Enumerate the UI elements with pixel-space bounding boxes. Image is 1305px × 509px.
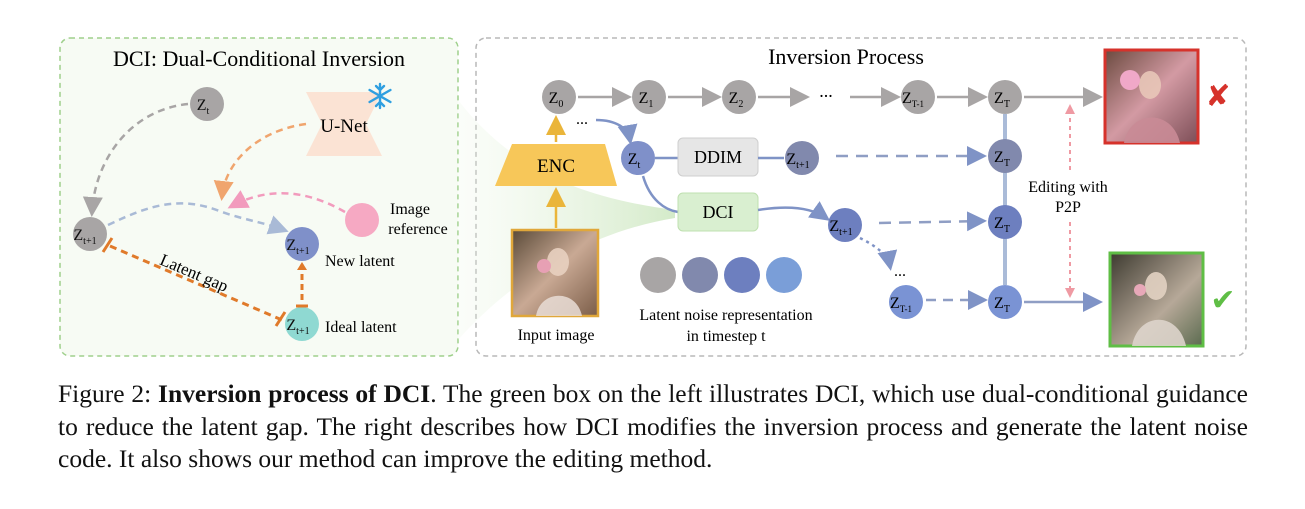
editing-label-1: Editing with xyxy=(1028,179,1108,196)
legend-swatch-2 xyxy=(682,257,718,293)
new-latent-label: New latent xyxy=(325,253,395,270)
svg-text:Z2: Z2 xyxy=(729,90,744,110)
image-reference-label-1: Image xyxy=(390,201,430,218)
node-zT-final: ZT xyxy=(988,285,1022,319)
svg-text:Zt: Zt xyxy=(197,97,210,117)
ddim-block: DDIM xyxy=(677,137,759,177)
enc-label: ENC xyxy=(537,156,575,177)
enc-block: ENC xyxy=(495,144,617,186)
legend-label-1: Latent noise representation xyxy=(639,307,812,324)
figure-caption: Figure 2: Inversion process of DCI. The … xyxy=(58,378,1248,476)
zt1-to-new-latent-arrow xyxy=(107,202,289,235)
svg-text:Zt+1: Zt+1 xyxy=(286,237,309,257)
image-ref-guidance-arrow xyxy=(227,190,346,214)
dci-label: DCI xyxy=(703,202,734,222)
success-mark-icon: ✔ xyxy=(1210,283,1235,318)
ideal-latent-label: Ideal latent xyxy=(325,319,397,336)
svg-text:ZT: ZT xyxy=(994,215,1010,235)
svg-text:Z1: Z1 xyxy=(639,90,654,110)
zt-to-zt1-arrow xyxy=(82,102,189,217)
svg-text:Zt+1: Zt+1 xyxy=(73,227,96,247)
node-zT-dci: ZT xyxy=(988,205,1022,239)
dci-zt1-to-zT-arrow xyxy=(878,211,987,232)
ddim-label: DDIM xyxy=(694,147,742,167)
fail-mark-icon: ✘ xyxy=(1205,79,1230,114)
z0-to-zt-arrow xyxy=(595,118,638,145)
svg-text:ZT: ZT xyxy=(994,149,1010,169)
zt-to-dci-line xyxy=(641,175,679,214)
node-zT-ddim: ZT xyxy=(988,139,1022,173)
output-image-fail xyxy=(1103,48,1200,145)
new-to-ideal-arrow xyxy=(296,262,308,308)
svg-text:ZT: ZT xyxy=(994,295,1010,315)
node-zt1-left: Zt+1 xyxy=(73,217,107,251)
output-image-success xyxy=(1108,251,1205,348)
svg-text:ZT: ZT xyxy=(994,90,1010,110)
lower-ellipsis: ... xyxy=(894,263,906,280)
node-zT-minus-1-lower: ZT-1 xyxy=(889,285,923,319)
z0-ellipsis: ... xyxy=(576,111,588,128)
node-zt-left: Zt xyxy=(190,87,224,121)
figure-diagram: DCI: Dual-Conditional Inversion Inversio… xyxy=(59,37,1247,357)
unet-guidance-arrow xyxy=(213,122,307,201)
node-zT-top xyxy=(988,80,1022,114)
unet-label: U-Net xyxy=(320,116,368,137)
node-z0 xyxy=(542,80,576,114)
dci-panel-title: DCI: Dual-Conditional Inversion xyxy=(113,46,405,71)
node-zT-minus-1 xyxy=(901,80,935,114)
node-zt-right: Zt xyxy=(621,141,655,175)
legend-swatch-1 xyxy=(640,257,676,293)
unet-block: U-Net xyxy=(306,92,382,156)
svg-text:Zt+1: Zt+1 xyxy=(829,218,852,238)
svg-text:Zt: Zt xyxy=(628,151,641,171)
svg-text:ZT-1: ZT-1 xyxy=(890,295,912,314)
caption-prefix: Figure 2: xyxy=(58,379,159,408)
svg-text:ZT-1: ZT-1 xyxy=(902,90,924,109)
dci-block: DCI xyxy=(677,192,759,232)
legend: Latent noise representation in timestep … xyxy=(639,257,813,345)
caption-bold-title: Inversion process of DCI xyxy=(158,379,431,408)
top-ellipsis: ... xyxy=(819,81,833,101)
latent-gap-arrow xyxy=(101,237,287,327)
node-zt1-ddim: Zt+1 xyxy=(785,141,819,175)
input-image-label: Input image xyxy=(518,327,595,344)
top-chain: Z0 Z1 Z2 ... ZT-1 ZT xyxy=(542,80,1103,114)
legend-label-2: in timestep t xyxy=(686,328,766,345)
caption-text: . The green box on the left illustrates … xyxy=(58,379,1248,473)
snowflake-icon xyxy=(368,82,392,110)
node-z1 xyxy=(632,80,666,114)
figure: DCI: Dual-Conditional Inversion Inversio… xyxy=(59,37,1247,357)
dci-to-zt1-arrow xyxy=(757,201,831,221)
legend-swatch-3 xyxy=(724,257,760,293)
svg-text:Zt+1: Zt+1 xyxy=(786,151,809,171)
node-zt1-dci: Zt+1 xyxy=(828,208,862,242)
image-reference: Image reference xyxy=(345,201,448,238)
node-new-latent: Zt+1 New latent xyxy=(285,227,395,270)
node-ideal-latent: Zt+1 Ideal latent xyxy=(285,307,397,341)
legend-swatch-4 xyxy=(766,257,802,293)
editing-label-2: P2P xyxy=(1055,199,1081,216)
inversion-panel-title: Inversion Process xyxy=(768,44,924,69)
node-z2 xyxy=(722,80,756,114)
svg-text:Z0: Z0 xyxy=(549,90,564,110)
input-image xyxy=(510,228,600,318)
image-reference-label-2: reference xyxy=(388,221,448,238)
svg-text:Zt+1: Zt+1 xyxy=(286,317,309,337)
